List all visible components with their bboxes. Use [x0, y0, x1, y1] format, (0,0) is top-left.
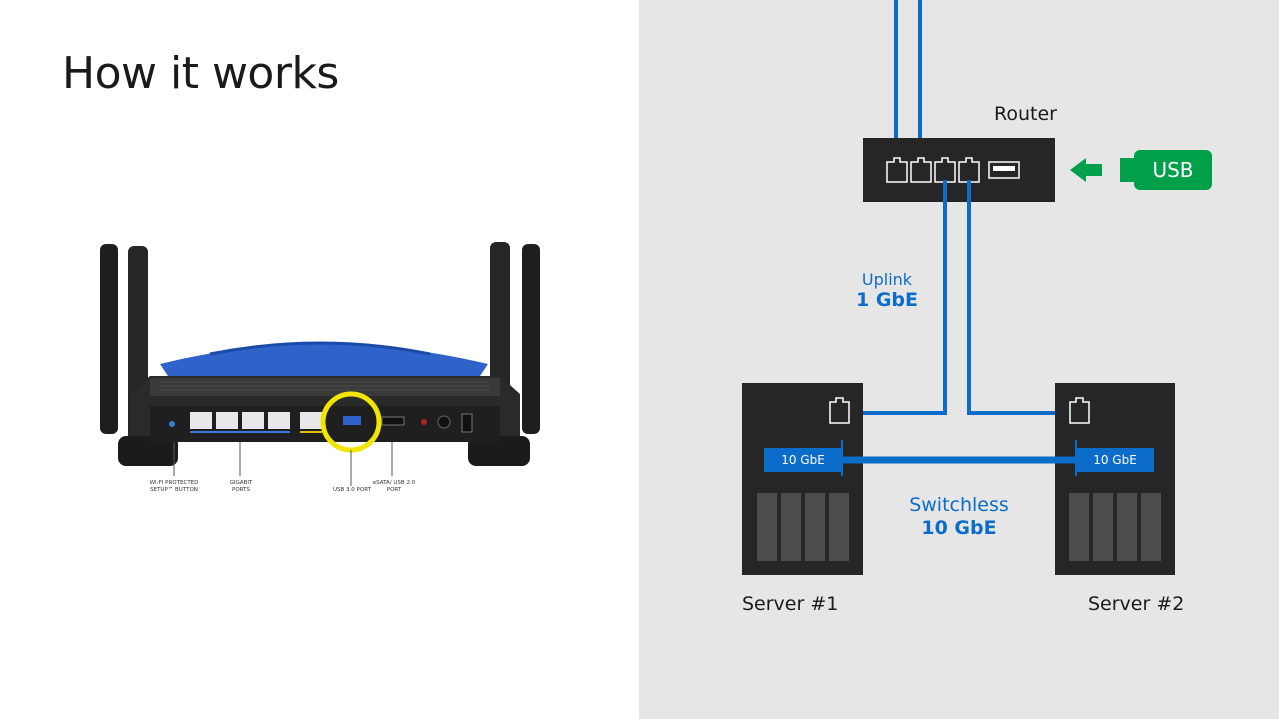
usb-arrow-icon [1070, 158, 1102, 182]
server2-nic-label: 10 GbE [1076, 448, 1154, 472]
server1-port [829, 397, 850, 424]
server1-drive-bays [757, 493, 849, 561]
gigabit-label: GIGABIT PORTS [229, 480, 253, 493]
esata-port [381, 416, 405, 426]
wps-label: WI-FI PROTECTED SETUP™ BUTTON [149, 480, 199, 493]
slide-title: How it works [62, 48, 339, 99]
antenna-right-2 [522, 244, 540, 434]
router-label: Router [994, 103, 1057, 125]
internet-port [300, 412, 322, 429]
gigabit-ports [190, 412, 290, 429]
uplink-speed: 1 GbE [855, 289, 918, 311]
router-ports [886, 157, 980, 183]
uplink-label: Uplink [861, 270, 913, 289]
router-top-cover [160, 344, 488, 376]
esata-label: eSATA/ USB 2.0 PORT [372, 480, 416, 493]
uplink-cable-server1 [850, 180, 947, 415]
uplink-cable-server2 [967, 180, 1070, 415]
switchless-speed: 10 GbE [921, 517, 997, 539]
right-panel [639, 0, 1279, 719]
switchless-label: Switchless [909, 494, 1009, 516]
server1-label: Server #1 [742, 593, 839, 615]
usb-stick-connector [1120, 158, 1136, 182]
router-photo [100, 242, 540, 486]
server1-nic-label: 10 GbE [764, 448, 842, 472]
usb3-port [343, 416, 361, 425]
wps-button [169, 421, 175, 427]
server2-port [1069, 397, 1090, 424]
server2-drive-bays [1069, 493, 1161, 561]
usb-stick: USB [1134, 150, 1212, 190]
antenna-left-1 [100, 244, 118, 434]
server2-label: Server #2 [1088, 593, 1185, 615]
usb3-label: USB 3.0 PORT [333, 487, 371, 493]
